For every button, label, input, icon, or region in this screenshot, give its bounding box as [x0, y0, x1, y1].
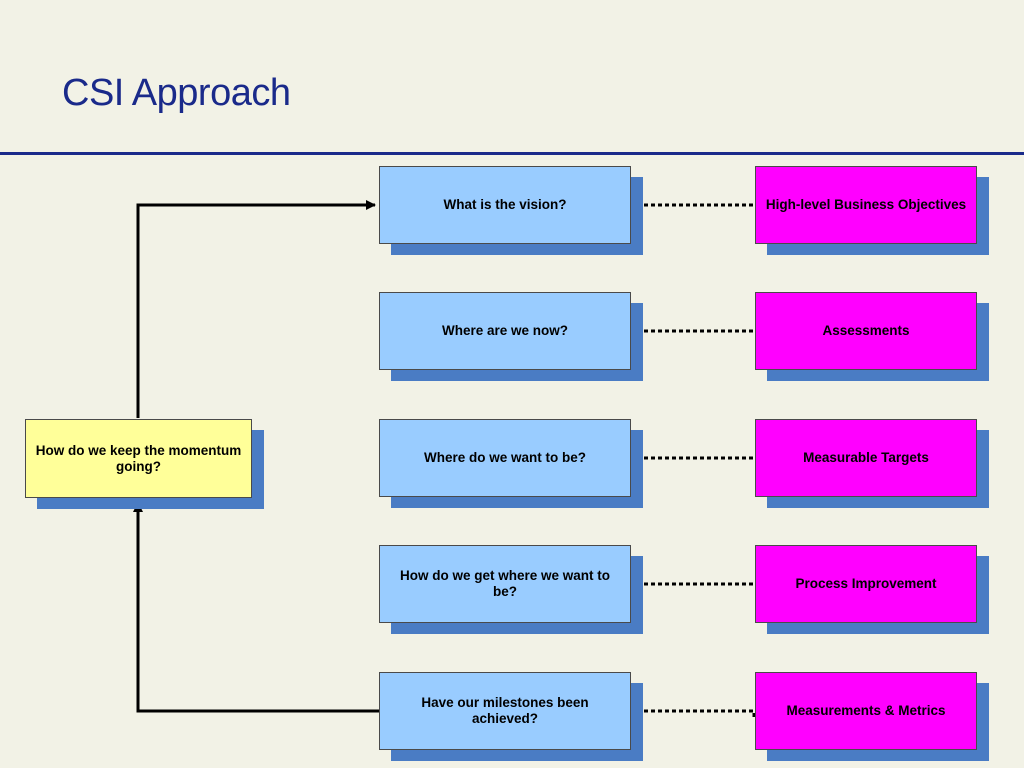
question-label: Where do we want to be?: [423, 450, 586, 465]
objective-box-assessments: Assessments: [755, 292, 977, 370]
question-label: Have our milestones been achieved?: [421, 695, 589, 726]
momentum-box-label: How do we keep the momentum going?: [35, 442, 242, 474]
objective-box-measurable-targets: Measurable Targets: [755, 419, 977, 497]
dotted-link-row-5: [630, 709, 756, 720]
objective-label: Measurements & Metrics: [786, 703, 946, 718]
momentum-box: How do we keep the momentum going?: [25, 419, 252, 498]
question-box-now: Where are we now?: [379, 292, 631, 370]
question-box-milestones: Have our milestones been achieved?: [379, 672, 631, 750]
objective-label: Assessments: [822, 323, 910, 338]
question-label: Where are we now?: [441, 323, 569, 338]
title-underline: [0, 152, 1024, 155]
objective-label: High-level Business Objectives: [765, 197, 967, 212]
slide-title: CSI Approach: [62, 72, 291, 114]
question-box-get-there: How do we get where we want to be?: [379, 545, 631, 623]
objective-label: Process Improvement: [795, 576, 937, 591]
objective-label: Measurable Targets: [803, 450, 929, 465]
objective-box-measurements-metrics: Measurements & Metrics: [755, 672, 977, 750]
objective-box-business-objectives: High-level Business Objectives: [755, 166, 977, 244]
question-label: What is the vision?: [443, 197, 567, 212]
question-box-want-to-be: Where do we want to be?: [379, 419, 631, 497]
flow-arrow-to-vision: [136, 200, 376, 418]
objective-box-process-improvement: Process Improvement: [755, 545, 977, 623]
question-box-vision: What is the vision?: [379, 166, 631, 244]
flow-arrow-to-center: [133, 502, 380, 713]
question-label: How do we get where we want to be?: [399, 568, 611, 599]
